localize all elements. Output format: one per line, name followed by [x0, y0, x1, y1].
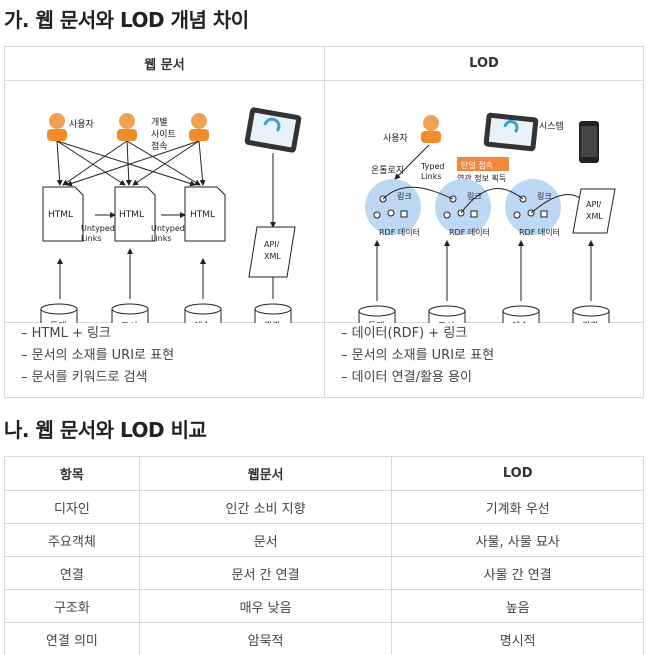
site-label: 접속: [151, 140, 168, 152]
bullet-item: – HTML + 링크: [21, 326, 111, 341]
bullet-item: – 데이터 연결/활용 용이: [341, 370, 472, 385]
web-document-diagram: 사용자 개별 사이트 접속 HTML: [5, 81, 324, 339]
user-label: 사용자: [69, 119, 95, 130]
typed-label: Typed: [420, 162, 444, 171]
svg-text:링크: 링크: [397, 191, 412, 201]
svg-text:단일 접속: 단일 접속: [461, 160, 493, 170]
untyped-label: Links: [151, 234, 172, 243]
table-row: 연결 문서 간 연결 사물 간 연결: [4, 556, 644, 590]
web-bullet-list: – HTML + 링크 – 문서의 소재를 URI로 표현 – 문서를 키워드로…: [21, 323, 174, 389]
table-cell: 문서: [138, 523, 393, 557]
user-icon: [421, 115, 441, 143]
concept-comparison-table: 웹 문서 LOD: [4, 46, 644, 398]
untyped-label: Links: [81, 234, 102, 243]
rdf-cloud: 링크 RDF 데이터: [435, 179, 491, 237]
html-document: HTML: [42, 186, 84, 242]
typed-label: Links: [421, 172, 442, 181]
html-document: HTML: [114, 186, 156, 242]
lod-diagram: 사용자 시스템 온톨로지 Typed Links 단일 접속 연관 정보 획득: [325, 81, 643, 341]
table-cell: 암묵적: [138, 622, 393, 655]
table-cell: 인간 소비 지향: [138, 490, 393, 524]
database-icon: 통계: [40, 303, 78, 339]
bullet-item: – 문서의 소재를 URI로 표현: [21, 348, 175, 363]
site-label: 사이트: [151, 129, 176, 140]
table-row: 주요객체 문서 사물, 사물 묘사: [4, 523, 644, 557]
user-label: 사용자: [383, 133, 409, 144]
table-row: 연결 의미 암묵적 명시적: [4, 622, 644, 655]
svg-text:XML: XML: [586, 212, 603, 221]
header-cell: LOD: [391, 456, 644, 491]
lod-bullet-list: – 데이터(RDF) + 링크 – 문서의 소재를 URI로 표현 – 데이터 …: [341, 323, 494, 389]
database-icon: 도서: [428, 305, 466, 341]
untyped-link-lines: [56, 140, 276, 299]
header-cell: 항목: [4, 456, 140, 491]
database-icon: 관광: [254, 303, 292, 339]
bullet-item: – 데이터(RDF) + 링크: [341, 326, 468, 341]
lod-column-header: LOD: [325, 47, 643, 81]
section-a-title: 가. 웹 문서와 LOD 개념 차이: [4, 8, 249, 32]
untyped-label: Untyped: [151, 224, 185, 233]
svg-text:링크: 링크: [467, 191, 482, 201]
database-icon: 예술: [502, 305, 540, 341]
ontology-label: 온톨로지: [371, 165, 404, 176]
section-b-title: 나. 웹 문서와 LOD 비교: [4, 418, 207, 442]
rdf-cloud: 링크 RDF 데이터: [505, 179, 561, 237]
svg-text:연관 정보 획득: 연관 정보 획득: [457, 173, 506, 183]
comparison-table: 항목 웹문서 LOD 디자인 인간 소비 지향 기계화 우선 주요객체 문서 사…: [4, 456, 644, 655]
user-icon: [189, 113, 209, 141]
table-cell: 사물, 사물 묘사: [391, 523, 644, 557]
table-row: 구조화 매우 낮음 높음: [4, 589, 644, 623]
table-cell: 디자인: [4, 490, 140, 524]
system-label: 시스템: [539, 120, 564, 132]
svg-text:RDF 데이터: RDF 데이터: [519, 227, 560, 237]
untyped-label: Untyped: [81, 224, 115, 233]
header-cell: 웹문서: [138, 456, 393, 491]
rdf-cloud: 링크 RDF 데이터: [365, 179, 421, 237]
table-cell: 연결 의미: [4, 622, 140, 655]
bullet-item: – 문서의 소재를 URI로 표현: [341, 348, 495, 363]
database-icon: 관광: [572, 305, 610, 341]
svg-text:HTML: HTML: [190, 210, 215, 220]
typed-link-lines: [374, 144, 594, 301]
tablet-icon: [483, 112, 539, 152]
table-cell: 문서 간 연결: [138, 556, 393, 590]
column-divider: [324, 47, 325, 397]
access-callout: 단일 접속 연관 정보 획득: [457, 157, 509, 183]
site-label: 개별: [151, 117, 168, 128]
table-cell: 주요객체: [4, 523, 140, 557]
api-xml-box: API/ XML: [248, 226, 296, 278]
svg-text:예술: 예술: [512, 321, 529, 323]
smartphone-icon: [579, 121, 599, 163]
svg-text:RDF 데이터: RDF 데이터: [449, 227, 490, 237]
bullet-item: – 문서를 키워드로 검색: [21, 370, 148, 385]
database-icon: 예술: [184, 303, 222, 339]
user-icon: [47, 113, 67, 141]
table-header-row: 항목 웹문서 LOD: [4, 456, 644, 491]
table-cell: 높음: [391, 589, 644, 623]
table-cell: 매우 낮음: [138, 589, 393, 623]
table-row: 디자인 인간 소비 지향 기계화 우선: [4, 490, 644, 524]
svg-text:API/: API/: [264, 240, 280, 249]
table-cell: 구조화: [4, 589, 140, 623]
database-icon: 도서: [111, 303, 149, 339]
svg-text:HTML: HTML: [119, 210, 144, 220]
svg-text:HTML: HTML: [48, 210, 73, 220]
table-cell: 사물 간 연결: [391, 556, 644, 590]
tablet-icon: [244, 107, 302, 191]
table-cell: 연결: [4, 556, 140, 590]
svg-text:API/: API/: [586, 200, 602, 209]
table-cell: 명시적: [391, 622, 644, 655]
database-icon: 통계: [358, 305, 396, 341]
web-column-header: 웹 문서: [5, 47, 324, 81]
table-cell: 기계화 우선: [391, 490, 644, 524]
api-xml-box: API/ XML: [572, 188, 616, 234]
user-icon: [117, 113, 137, 141]
svg-text:예술: 예술: [194, 321, 211, 323]
svg-text:링크: 링크: [537, 191, 552, 201]
svg-text:RDF 데이터: RDF 데이터: [379, 227, 420, 237]
html-document: HTML: [184, 186, 226, 242]
svg-text:XML: XML: [264, 252, 281, 261]
